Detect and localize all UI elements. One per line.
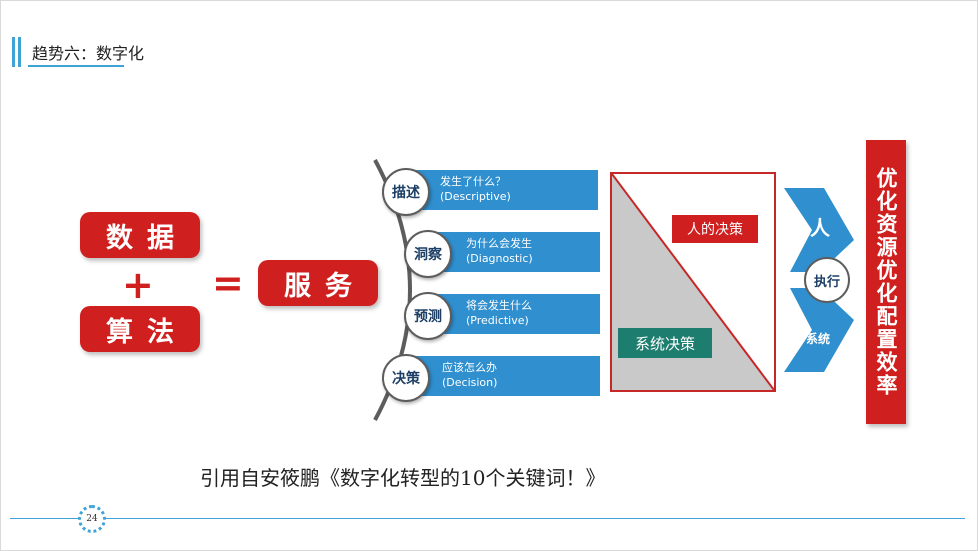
system-exec-label: 系统: [806, 332, 831, 346]
stage-english: (Diagnostic): [466, 252, 533, 265]
human-exec-label: 人: [810, 216, 830, 240]
slide-title: 趋势六：数字化: [32, 44, 145, 63]
footer-line: [10, 518, 965, 519]
stage-english: (Descriptive): [440, 190, 511, 203]
stage-band-predictive: 将会发生什么 (Predictive): [432, 294, 600, 334]
stage-circle-diagnostic: 洞察: [404, 230, 452, 278]
plus-sign: +: [122, 263, 154, 307]
algorithm-box: 算法: [80, 306, 200, 352]
stage-circle-descriptive: 描述: [382, 168, 430, 216]
stage-band-decision: 应该怎么办 (Decision): [410, 356, 600, 396]
stage-english: (Decision): [442, 376, 498, 389]
system-decision-label: 系统决策: [618, 328, 712, 358]
stage-band-diagnostic: 为什么会发生 (Diagnostic): [432, 232, 600, 272]
stage-english: (Predictive): [466, 314, 529, 327]
execution-arrows: [784, 188, 854, 372]
page-number: 24: [78, 505, 106, 533]
stage-circle-decision: 决策: [382, 354, 430, 402]
citation-text: 引用自安筱鹏《数字化转型的10个关键词！》: [200, 466, 606, 490]
stage-circle-predictive: 预测: [404, 292, 452, 340]
service-box: 服务: [258, 260, 378, 306]
data-box: 数据: [80, 212, 200, 258]
equals-sign: =: [212, 261, 244, 305]
stage-question: 应该怎么办: [442, 361, 497, 374]
stage-question: 将会发生什么: [466, 299, 532, 312]
title-accent-bar: [18, 37, 21, 67]
title-accent-bar: [12, 37, 15, 67]
stage-question: 为什么会发生: [466, 237, 532, 250]
optimization-result: 优化资源优化配置效率: [866, 140, 906, 424]
stage-question: 发生了什么？: [440, 175, 506, 188]
human-decision-label: 人的决策: [672, 215, 758, 243]
decision-box: [610, 172, 776, 392]
stage-band-descriptive: 发生了什么？ (Descriptive): [410, 170, 598, 210]
execute-circle: 执行: [804, 257, 850, 303]
title-underline: [28, 65, 124, 67]
